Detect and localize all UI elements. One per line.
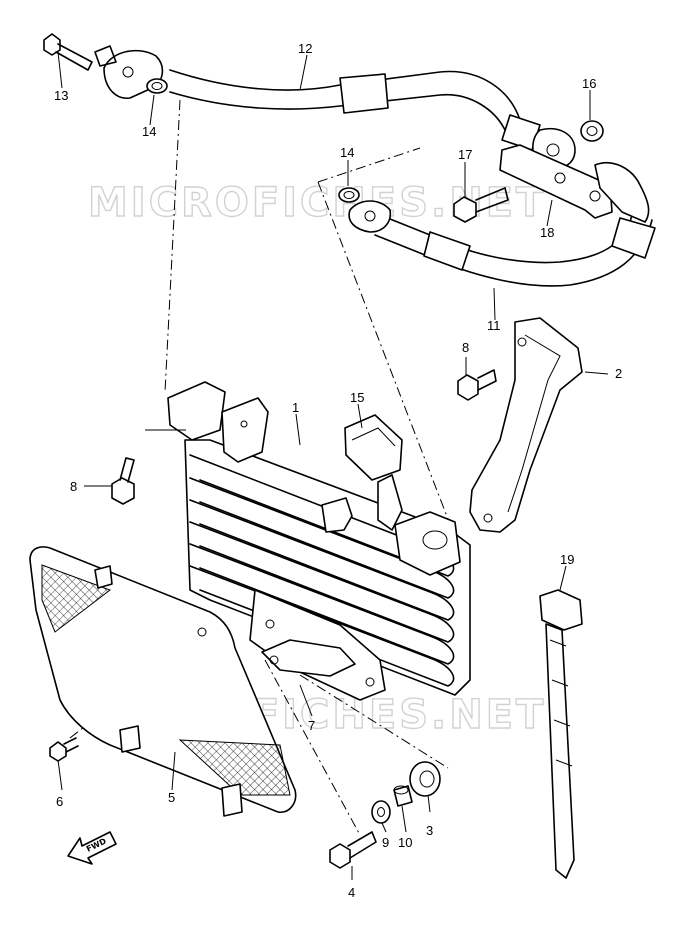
callout-14-lower: 14 (340, 145, 354, 160)
callout-5: 5 (168, 790, 175, 805)
bolt-8-left (111, 457, 135, 505)
callout-11: 11 (487, 318, 501, 333)
spacer-10 (393, 785, 413, 807)
callout-numbers: 1 2 3 4 5 6 7 8 8 9 10 11 12 13 14 14 15… (54, 41, 622, 900)
leader-lines (57, 51, 609, 880)
callout-16: 16 (582, 76, 596, 91)
bracket-2 (469, 317, 583, 533)
callout-10: 10 (398, 835, 412, 850)
callout-6: 6 (56, 794, 63, 809)
callout-18: 18 (540, 225, 554, 240)
callout-8-left: 8 (70, 479, 77, 494)
cover-7 (261, 639, 356, 677)
bolt-8-upper (457, 369, 497, 401)
bracket-18 (499, 144, 613, 219)
callout-8-upper: 8 (462, 340, 469, 355)
washer-16 (580, 120, 604, 142)
screw-6 (49, 737, 79, 762)
watermark-top: MICROFICHES.NET (88, 180, 546, 226)
callout-3: 3 (426, 823, 433, 838)
callout-2: 2 (615, 366, 622, 381)
clamp-15 (344, 414, 403, 481)
callout-14-upper: 14 (142, 124, 156, 139)
hose-12 (94, 45, 576, 170)
callout-15: 15 (350, 390, 364, 405)
grille-5 (29, 546, 297, 817)
o-ring-14-upper (146, 78, 168, 94)
o-ring-14-lower (338, 187, 360, 203)
bolt-4 (329, 831, 377, 869)
washer-9 (371, 800, 391, 824)
callout-4: 4 (348, 885, 355, 900)
callout-9: 9 (382, 835, 389, 850)
cushion-3 (409, 761, 441, 797)
bolt-17 (453, 187, 509, 223)
hose-11 (348, 161, 656, 287)
tie-19 (539, 589, 583, 879)
bolt-13 (43, 33, 93, 71)
callout-1: 1 (292, 400, 299, 415)
callout-19: 19 (560, 552, 574, 567)
fwd-arrow: FWD (67, 831, 117, 865)
callout-17: 17 (458, 147, 472, 162)
callout-7: 7 (308, 718, 315, 733)
callout-13: 13 (54, 88, 68, 103)
callout-12: 12 (298, 41, 312, 56)
